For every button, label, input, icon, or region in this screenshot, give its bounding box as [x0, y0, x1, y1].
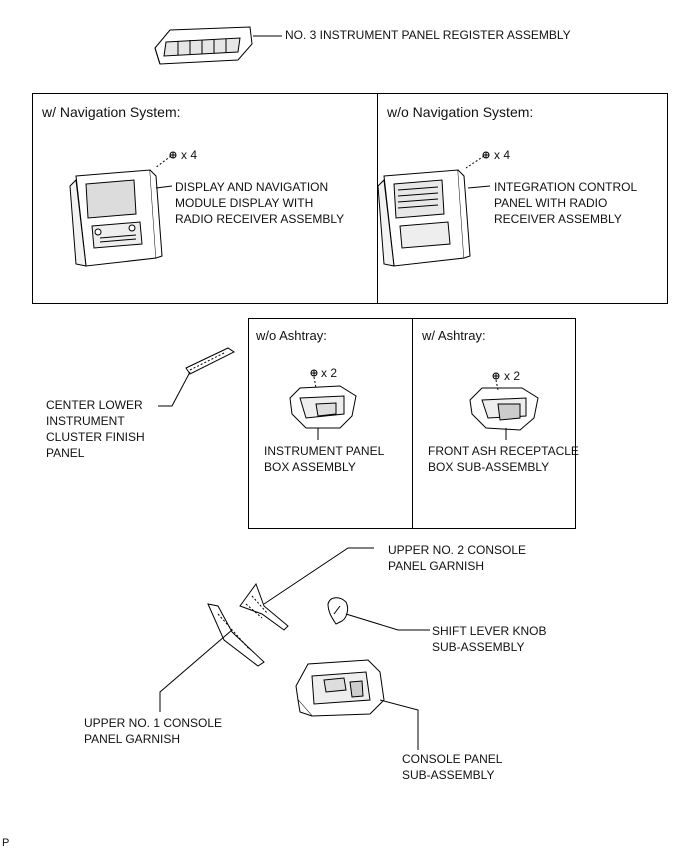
nav-left-header: w/ Navigation System: — [42, 104, 181, 120]
leader-screw-box-right — [495, 379, 499, 391]
garnish-icon — [239, 582, 289, 631]
nav-left-label-2: MODULE DISPLAY WITH — [175, 196, 314, 210]
nav-right-label-1: INTEGRATION CONTROL — [494, 180, 638, 194]
upper1-label-1: UPPER NO. 1 CONSOLE — [84, 716, 223, 730]
leader-nav-right — [467, 185, 491, 189]
ashtray-left-label-2: BOX ASSEMBLY — [264, 460, 356, 474]
leader-console-panel — [379, 699, 419, 750]
ashtray-right-qty: x 2 — [504, 369, 521, 383]
nav-left-label-3: RADIO RECEIVER ASSEMBLY — [175, 212, 345, 226]
nav-right-label-2: PANEL WITH RADIO — [494, 196, 608, 210]
register-icon — [154, 26, 253, 65]
leader-nav-left — [155, 185, 173, 189]
nav-left-qty: x 4 — [181, 148, 198, 162]
radio-unit-icon — [377, 169, 471, 267]
finish-panel-label-1: CENTER LOWER — [46, 398, 143, 412]
nav-right-header: w/o Navigation System: — [387, 104, 534, 120]
knob-label-1: SHIFT LEVER KNOB — [432, 624, 547, 638]
finish-panel-label-3: CLUSTER FINISH — [46, 430, 145, 444]
ashtray-variant-divider — [412, 318, 413, 529]
ashtray-left-qty: x 2 — [321, 366, 338, 380]
screw-icon — [482, 151, 490, 159]
register-assembly-label: NO. 3 INSTRUMENT PANEL REGISTER ASSEMBLY — [285, 28, 571, 42]
upper2-label-2: PANEL GARNISH — [388, 559, 485, 573]
nav-right-qty: x 4 — [494, 148, 511, 162]
finish-panel-label-2: INSTRUMENT — [46, 414, 125, 428]
upper1-label-2: PANEL GARNISH — [84, 732, 181, 746]
screw-icon — [310, 369, 318, 377]
radio-unit-icon — [69, 169, 163, 267]
leader-upper2 — [263, 547, 374, 605]
leader-screw-left — [154, 155, 172, 169]
nav-left-label-1: DISPLAY AND NAVIGATION — [175, 180, 329, 194]
box-icon — [289, 385, 357, 429]
screw-icon — [169, 151, 177, 159]
box-icon — [469, 387, 539, 431]
finish-panel-label-4: PANEL — [46, 446, 85, 460]
leader-finish-panel — [158, 371, 191, 407]
console-panel-icon — [295, 659, 385, 717]
corner-mark: P — [2, 837, 10, 849]
ashtray-right-label-1: FRONT ASH RECEPTACLE — [428, 444, 579, 458]
ashtray-right-header: w/ Ashtray: — [422, 328, 486, 343]
upper2-label-1: UPPER NO. 2 CONSOLE — [388, 543, 527, 557]
console-panel-label-2: SUB-ASSEMBLY — [402, 768, 495, 782]
navigation-variant-divider — [377, 93, 378, 304]
shift-knob-icon — [327, 597, 349, 625]
ashtray-right-label-2: BOX SUB-ASSEMBLY — [428, 460, 550, 474]
nav-right-label-3: RECEIVER ASSEMBLY — [494, 212, 622, 226]
leader-upper1 — [159, 629, 233, 712]
knob-label-2: SUB-ASSEMBLY — [432, 640, 525, 654]
ashtray-left-header: w/o Ashtray: — [256, 328, 327, 343]
screw-icon — [492, 372, 500, 380]
garnish-icon — [207, 603, 265, 667]
leader-screw-box-left — [313, 376, 317, 389]
ashtray-left-label-1: INSTRUMENT PANEL — [264, 444, 385, 458]
navigation-variant-box — [32, 93, 668, 304]
finish-panel-icon — [185, 347, 235, 375]
leader-knob — [345, 613, 430, 631]
console-panel-label-1: CONSOLE PANEL — [402, 752, 503, 766]
